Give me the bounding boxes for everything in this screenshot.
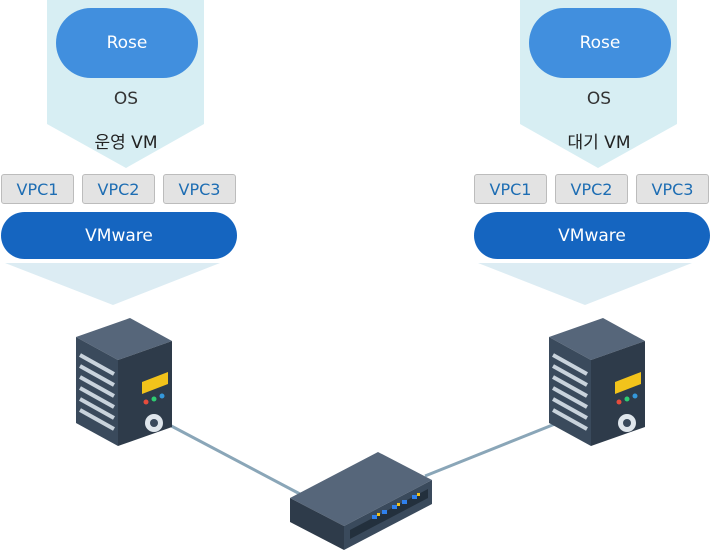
right-vpc1: VPC1 <box>474 174 547 204</box>
left-app-pill: Rose <box>56 8 198 78</box>
right-vm-funnel <box>520 124 677 168</box>
right-host-funnel <box>478 263 692 305</box>
left-hypervisor: VMware <box>1 212 237 259</box>
right-os-label: OS <box>586 89 612 109</box>
left-hypervisor-label: VMware <box>85 225 153 246</box>
right-app-pill: Rose <box>529 8 671 78</box>
left-os-label: OS <box>113 89 139 109</box>
left-link-line <box>159 418 301 496</box>
left-vm-funnel <box>47 124 204 168</box>
right-hypervisor-label: VMware <box>558 225 626 246</box>
left-vpc1: VPC1 <box>1 174 74 204</box>
right-server-icon <box>549 318 645 446</box>
left-host-funnel <box>5 263 220 305</box>
left-vm-label: 운영 VM <box>94 133 158 153</box>
left-app-label: Rose <box>106 33 148 53</box>
left-server-icon <box>76 318 172 446</box>
right-link-line <box>424 418 566 478</box>
left-vpc3: VPC3 <box>163 174 236 204</box>
left-vpc2: VPC2 <box>82 174 155 204</box>
right-app-label: Rose <box>579 33 621 53</box>
right-hypervisor: VMware <box>474 212 710 259</box>
right-vpc2: VPC2 <box>555 174 628 204</box>
right-vpc3: VPC3 <box>636 174 709 204</box>
right-vm-label: 대기 VM <box>567 133 631 153</box>
network-switch-icon <box>290 452 432 550</box>
